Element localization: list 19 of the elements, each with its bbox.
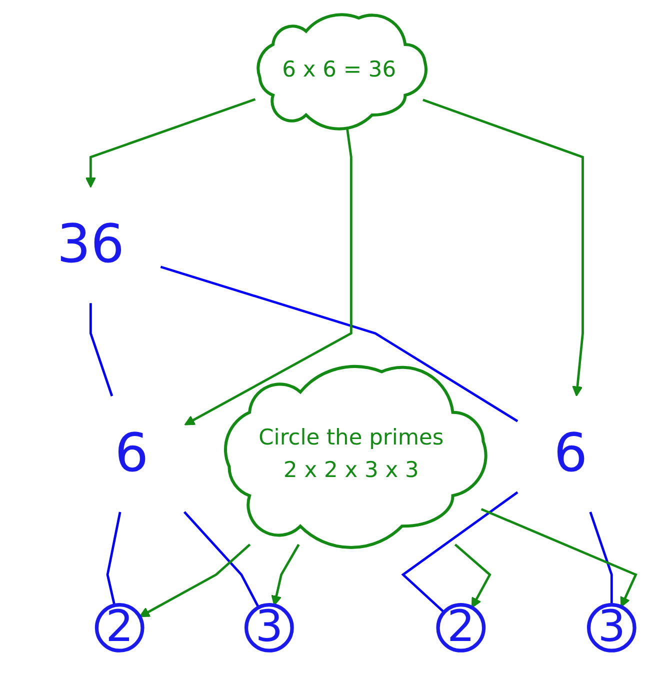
connector	[184, 511, 260, 608]
arrow	[86, 98, 256, 188]
node-circle: 2	[95, 603, 145, 652]
arrow	[454, 544, 492, 608]
node-circle: 3	[244, 603, 294, 652]
connector	[401, 491, 519, 614]
arrow	[422, 98, 584, 397]
node-text: 6	[554, 422, 588, 484]
node-circle: 3	[587, 603, 637, 652]
arrow	[271, 544, 300, 606]
node-text: 6	[115, 422, 149, 484]
node-circle: 2	[436, 603, 486, 652]
connector	[160, 266, 518, 422]
arrow	[481, 508, 638, 608]
node-text: 36	[57, 214, 125, 276]
connector	[589, 512, 614, 605]
arrow	[139, 544, 251, 618]
connector	[106, 512, 122, 606]
connector	[90, 303, 114, 396]
